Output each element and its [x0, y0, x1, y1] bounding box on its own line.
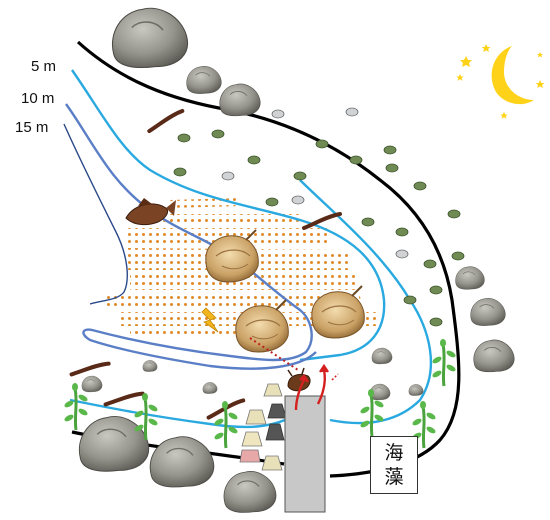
seaweed-label-char-2: 藻	[384, 466, 404, 488]
rock-icon	[470, 297, 506, 326]
shoreline	[76, 40, 461, 478]
seaweed-label: 海 藻	[370, 436, 418, 494]
rock-icon	[149, 436, 215, 488]
moon-icon	[491, 46, 534, 105]
flow-arrows	[294, 363, 339, 411]
depth-label-15m: 15 m	[15, 119, 49, 136]
depth-label-10m: 10 m	[21, 90, 55, 107]
contour-10m	[65, 103, 317, 370]
rock-icon	[81, 375, 103, 393]
seaweed-icon	[211, 399, 241, 450]
rock-icon	[223, 470, 277, 513]
eel-icon	[302, 212, 342, 230]
eel-icon	[103, 388, 145, 410]
block-markers	[239, 383, 287, 471]
lightning-icon	[201, 307, 219, 333]
eel-icon	[144, 108, 187, 134]
rock-icon	[408, 384, 424, 396]
rock-icon	[371, 347, 393, 365]
contour-5m-right	[299, 179, 433, 425]
rock-icon	[455, 266, 485, 290]
seaweed-label-char-1: 海	[384, 442, 404, 464]
fish-icon	[125, 198, 176, 226]
rock-icon	[142, 360, 158, 372]
star-icon	[456, 44, 545, 119]
rock-icon	[186, 65, 222, 94]
rock-icon	[202, 382, 218, 394]
contour-15m	[63, 123, 128, 305]
rock-icon	[78, 415, 150, 472]
seaweed-icon	[429, 337, 459, 388]
rock-icon	[219, 83, 261, 117]
horseshoe-crab-icon	[310, 285, 366, 339]
contour-5m	[71, 69, 386, 362]
rock-icon	[111, 7, 189, 69]
contour-5m-lower	[69, 398, 286, 429]
eel-icon	[69, 358, 111, 380]
depth-label-5m: 5 m	[31, 58, 57, 75]
pipe-icon	[284, 395, 326, 513]
rock-icon	[473, 339, 515, 373]
